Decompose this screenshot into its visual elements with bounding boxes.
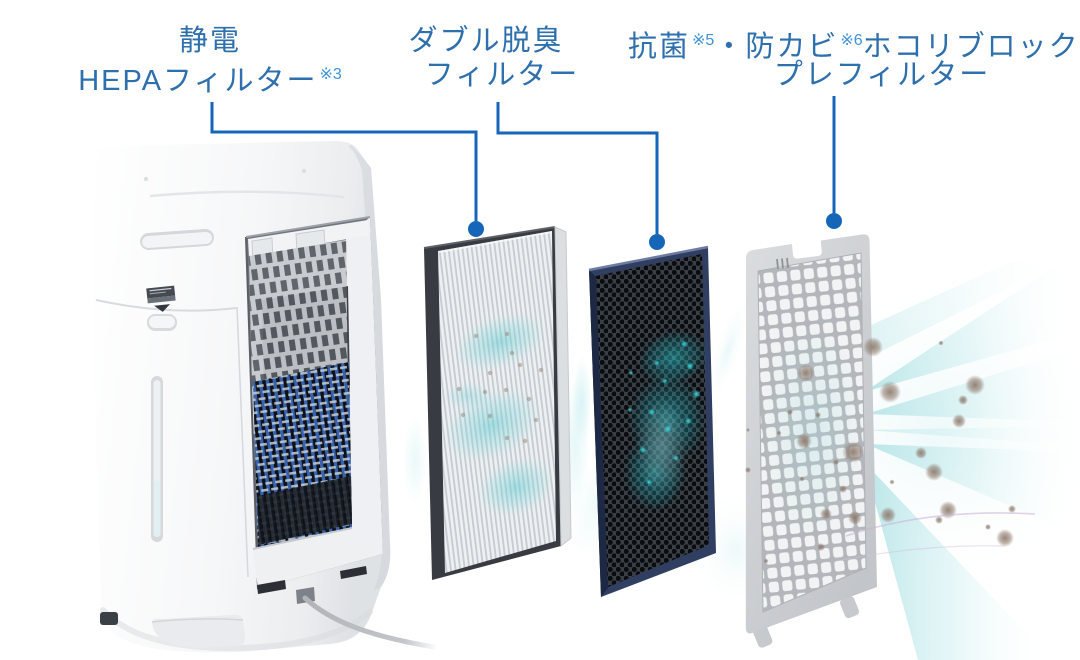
label-hepa-line2: HEPAフィルター [78,65,318,97]
handle-slot [140,229,214,250]
leader-deodorizing [496,102,665,250]
leader-dot-deodorizing [649,234,665,250]
side-latch-slot [147,314,177,331]
label-hepa-filter: 静電 HEPAフィルター※3 [0,24,420,97]
label-deodorizing-line1: ダブル脱臭 [408,25,564,57]
foot [100,612,118,625]
back-opening [245,216,383,604]
leader-dot-hepa [468,221,484,237]
hepa-filter-illustration [423,226,572,580]
screw-dot [301,168,307,174]
grip-marks [776,257,789,270]
label-prefilter-line2: プレフィルター [773,59,991,91]
dust-particles [745,337,1016,564]
leader-lines [210,96,842,250]
leader-dot-prefilter [826,213,842,229]
leader-line-deodorizing [496,102,659,234]
label-hepa-line1: 静電 [178,25,241,57]
label-deodorizing-line2: フィルター [424,59,580,91]
label-deodorizing-filter: ダブル脱臭 フィルター [276,24,696,92]
pre-filter-illustration [745,234,877,648]
label-prefilter-seg1: 抗菌 [628,31,691,63]
label-pre-filter: 抗菌※5・防カビ※6ホコリブロック プレフィルター [628,24,1078,92]
intake-grill [249,240,348,390]
label-hepa-footnote: ※3 [319,66,342,83]
caution-sticker [146,285,176,312]
air-purifier [92,140,437,653]
ion-sparks [627,340,701,485]
label-prefilter-seg2: ・防カビ [714,31,839,63]
water-level-window [151,376,163,542]
power-cord [302,595,437,650]
stray-flow-lines [841,512,1036,561]
base [100,612,246,648]
leader-prefilter [826,96,842,229]
trapped-dust-specks [456,331,544,444]
label-prefilter-seg3: ホコリブロック [862,31,1080,63]
deodorizing-filter-illustration [588,245,716,597]
label-prefilter-footnote1: ※5 [692,32,715,49]
leader-line-hepa [210,102,478,221]
label-prefilter-footnote2: ※6 [840,32,863,49]
screw-dot [143,176,149,182]
leader-hepa [210,102,484,237]
comb-strip [257,476,352,545]
